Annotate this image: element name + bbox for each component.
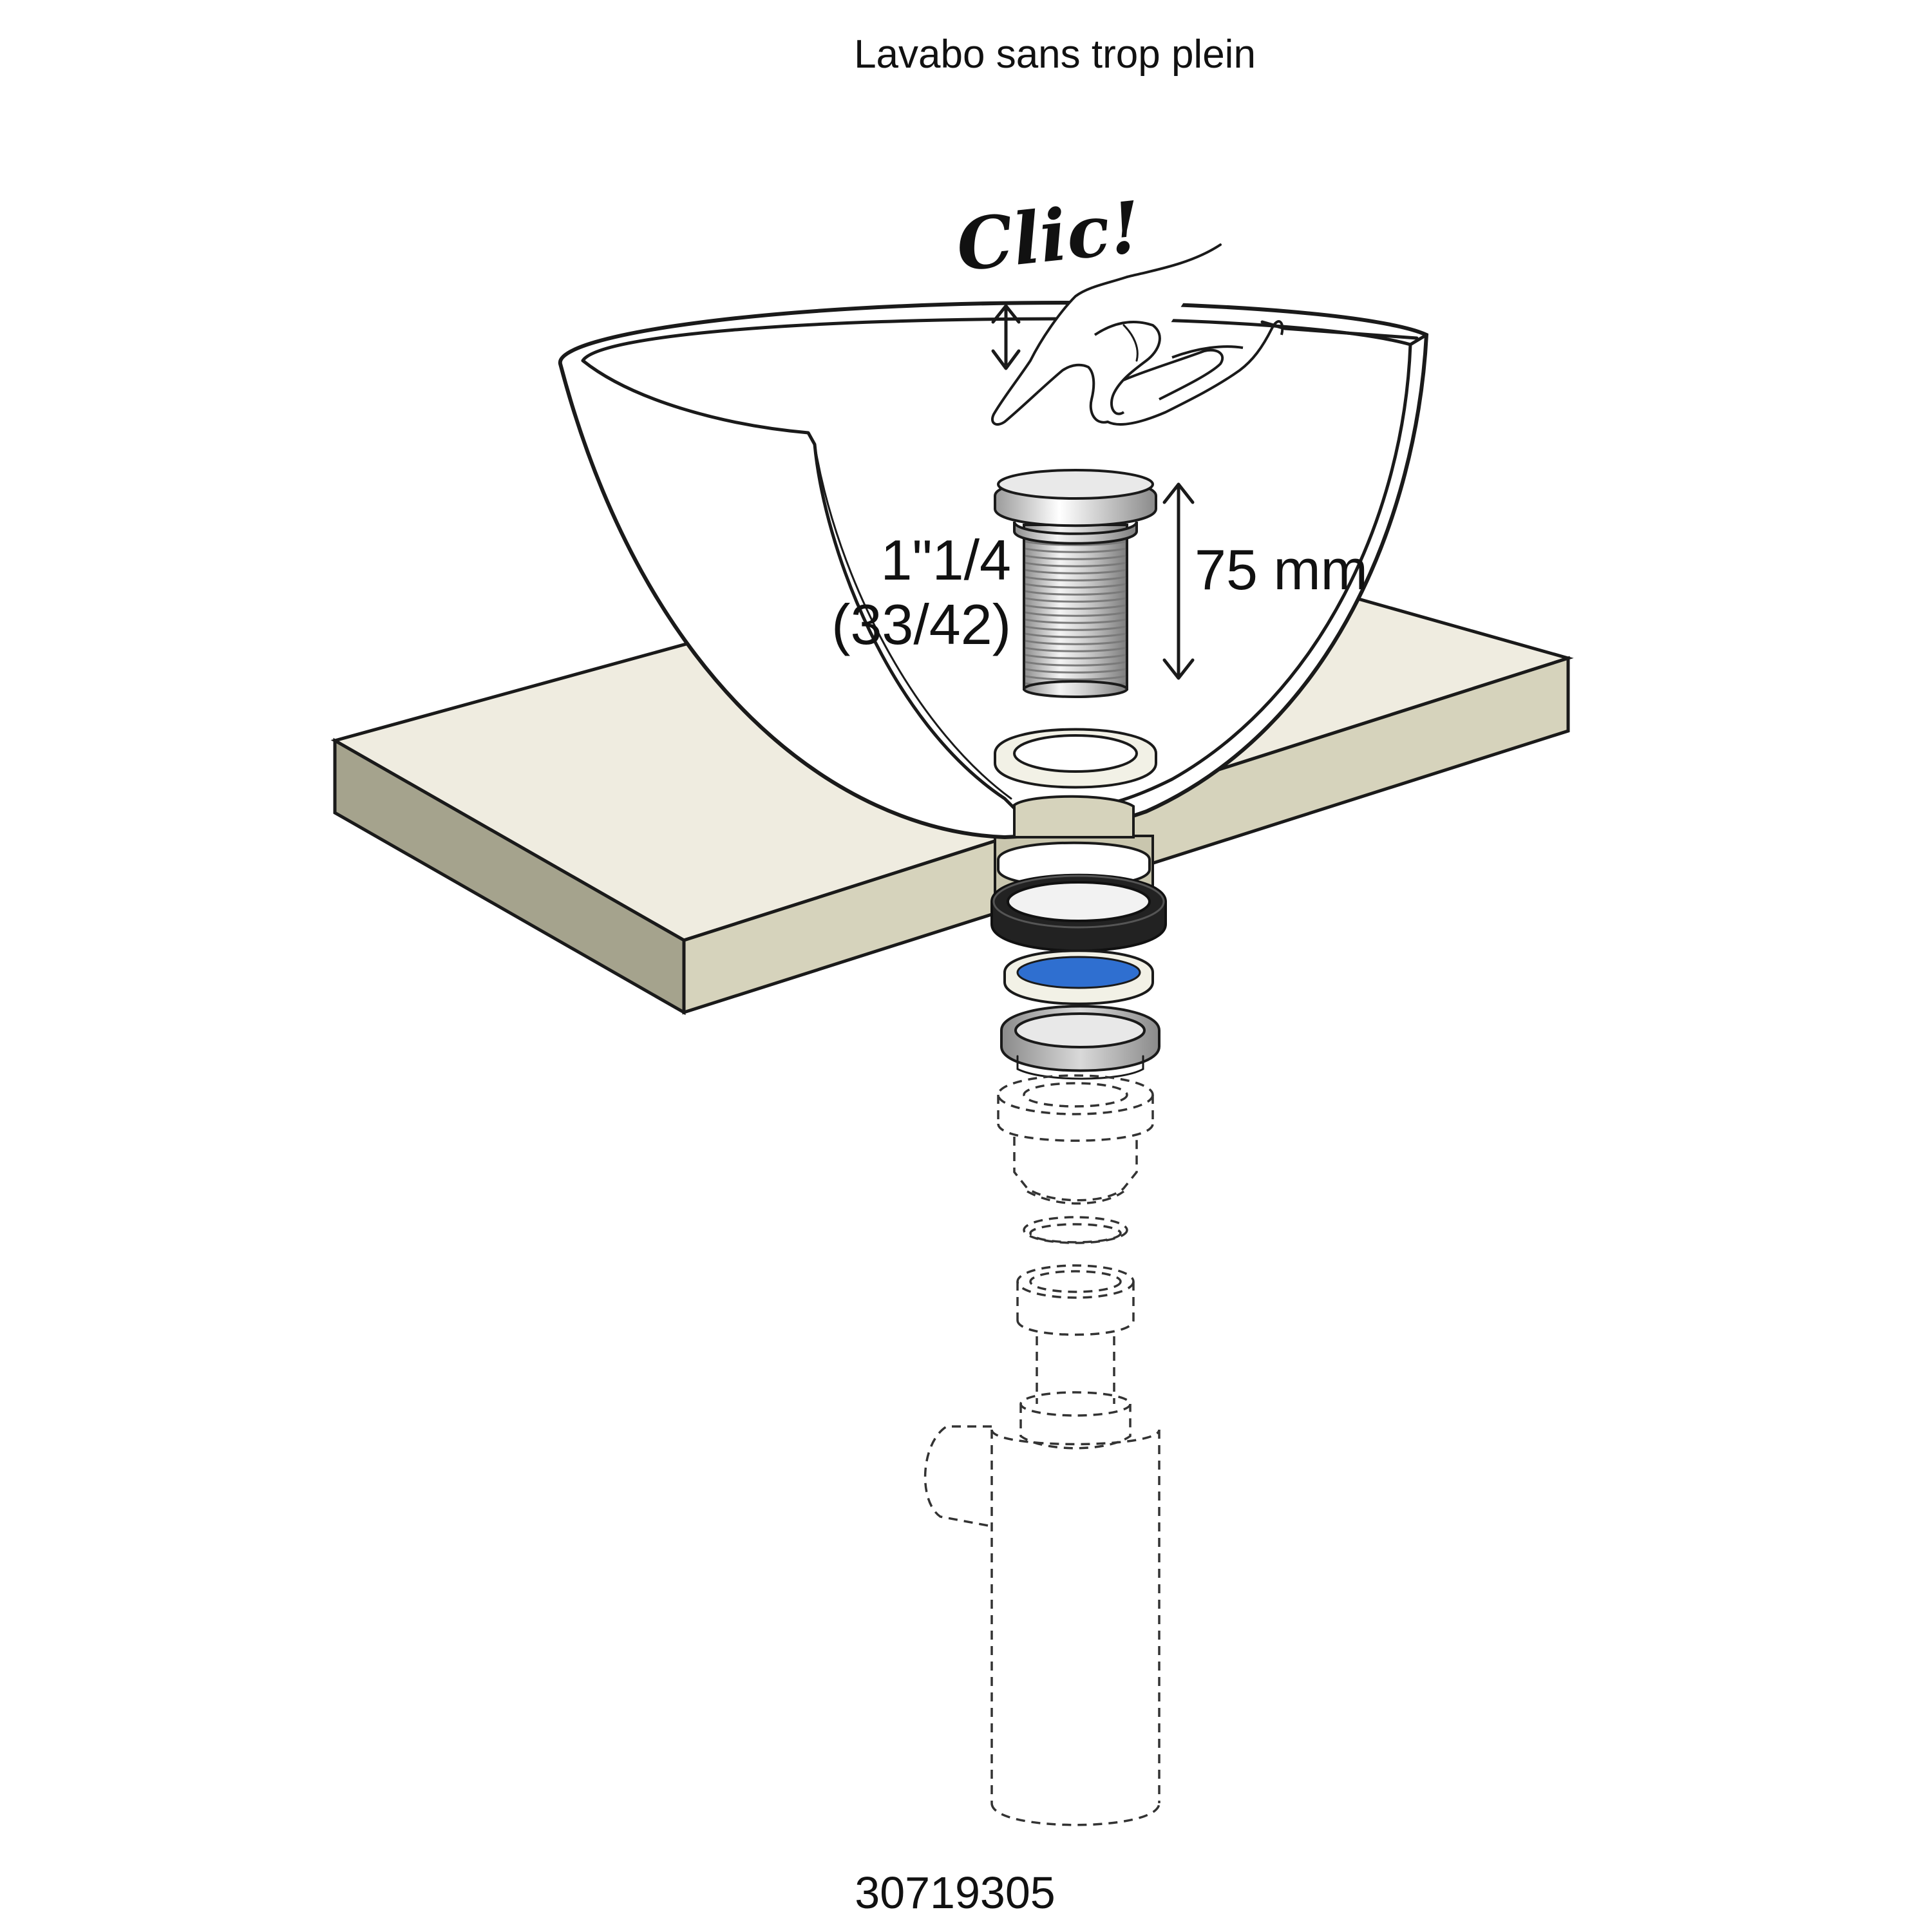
thread-line — [1025, 604, 1126, 610]
bowl-cutaway-edge — [581, 359, 1019, 813]
thread-line — [1025, 540, 1126, 546]
thread-line — [1025, 618, 1126, 624]
blue-gasket — [1003, 949, 1154, 1005]
click-clack-drain-valve — [994, 469, 1157, 698]
thread-line — [1025, 597, 1126, 603]
thread-line — [1025, 583, 1126, 589]
hand-icon — [991, 243, 1284, 426]
bowl-right-cut-wall — [1260, 320, 1419, 340]
thread-line — [1025, 647, 1126, 652]
bowl-outer-shell — [558, 300, 1429, 840]
thread-line — [1025, 661, 1126, 667]
thread-line — [1025, 625, 1126, 631]
black-rubber-gasket — [990, 873, 1167, 952]
thread-line — [1025, 554, 1126, 560]
thread-line — [1025, 569, 1126, 574]
bottle-siphon-dashed — [923, 1074, 1160, 1826]
thread-line — [1025, 654, 1126, 659]
click-label: Clic! — [952, 185, 1144, 287]
thread-line — [1025, 576, 1126, 582]
product-code: 30719305 — [855, 1868, 1055, 1918]
thread-line — [1025, 547, 1126, 553]
click-travel-arrow — [991, 304, 1021, 370]
thread-line — [1025, 611, 1126, 617]
bowl-drain-neck — [1013, 795, 1135, 838]
thread-size-label: 1"1/4 — [880, 528, 1011, 592]
bowl-inner-wall — [813, 443, 1012, 800]
height-dimension-arrow — [1162, 482, 1195, 680]
height-label: 75 mm — [1195, 538, 1368, 601]
countertop-left-face — [333, 737, 686, 1016]
top-white-gasket — [994, 728, 1157, 789]
washbasin-bowl — [558, 300, 1429, 840]
bowl-cutaway-edge-right — [1086, 333, 1428, 810]
thread-line — [1025, 668, 1126, 674]
thread-line — [1025, 562, 1126, 567]
locking-nut — [1000, 1005, 1160, 1080]
thread-line — [1025, 632, 1126, 638]
page-title: Lavabo sans trop plein — [854, 32, 1256, 77]
thread-line — [1025, 639, 1126, 645]
thread-line — [1025, 675, 1126, 681]
thread-size-metric-label: (33/42) — [831, 592, 1011, 656]
thread-line — [1025, 590, 1126, 596]
